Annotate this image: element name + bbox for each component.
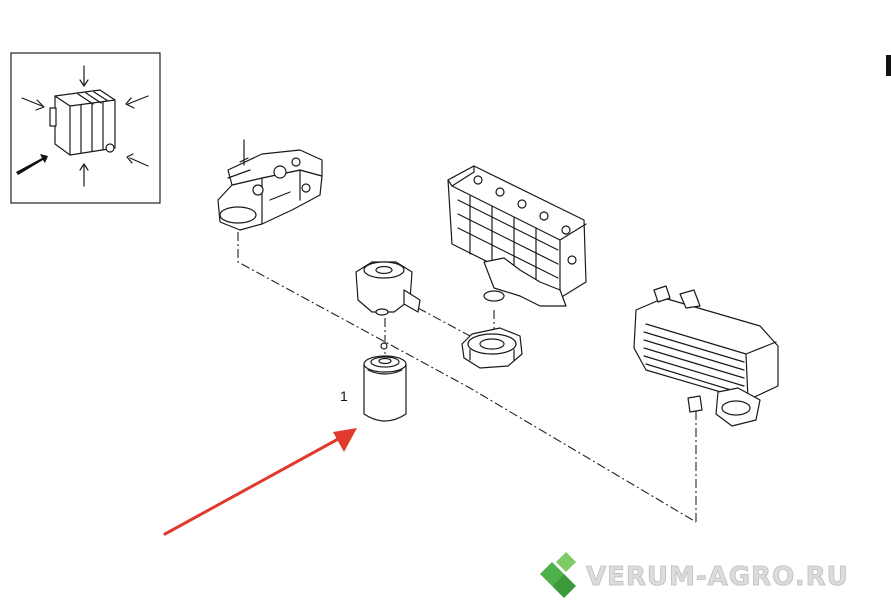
callout-arrow-icon (163, 428, 357, 536)
engine-block (447, 165, 587, 307)
verum-agro-logo-icon (540, 552, 576, 598)
filter-adapter (355, 261, 421, 350)
watermark-text: VERUM-AGRO.RU (586, 562, 849, 592)
part-number-label: 1 (340, 388, 348, 404)
fuel-filter-canister (363, 355, 407, 422)
connection-lines (237, 232, 697, 523)
filter-housing (461, 327, 523, 369)
orientation-view-icon (10, 52, 161, 204)
edge-mark (886, 55, 891, 76)
oil-cooler (633, 285, 779, 427)
fuel-filter-head (217, 139, 323, 231)
